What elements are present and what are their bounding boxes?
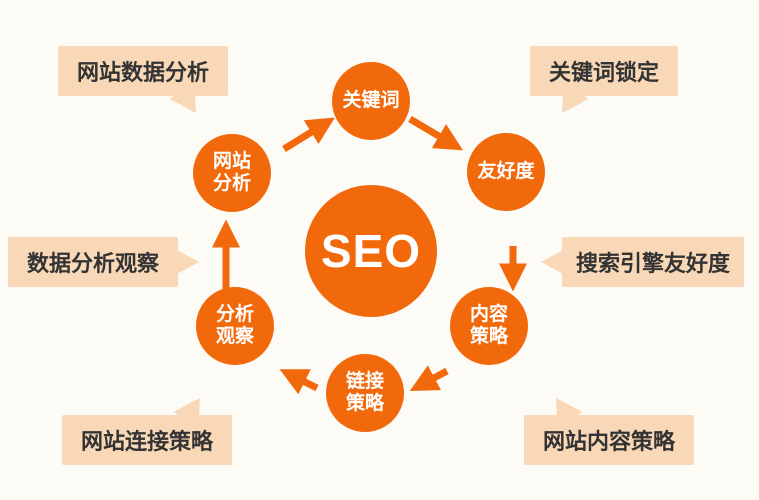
node-label-line: 友好度: [477, 160, 535, 182]
callout-label: 数据分析观察: [27, 251, 160, 276]
node-label-line: 策略: [345, 393, 384, 414]
callout-pointer-icon: [169, 83, 209, 121]
callout-label: 网站数据分析: [77, 60, 210, 85]
callout-site-data-analysis: 网站数据分析: [58, 46, 229, 121]
node-link-strategy: 链接 策略: [326, 354, 404, 432]
node-label-line: 观察: [215, 326, 254, 347]
callout-label: 网站连接策略: [81, 429, 214, 454]
node-label-line: 链接: [345, 370, 384, 392]
callout-pointer-icon: [173, 390, 213, 428]
node-label-line: 内容: [469, 303, 508, 325]
arrow-content-to-link-icon: [409, 365, 449, 391]
callout-label: 关键词锁定: [549, 60, 660, 85]
node-label-line: 网站: [212, 150, 251, 172]
callout-pointer-icon: [543, 390, 583, 428]
arrow-keywords-to-friendliness-icon: [408, 115, 464, 151]
callout-label: 网站内容策略: [543, 429, 676, 454]
node-friendliness: 友好度: [467, 133, 545, 211]
node-label-line: 策略: [469, 326, 508, 347]
callout-data-analysis-observation: 数据分析观察: [8, 237, 200, 287]
node-site-analysis: 网站 分析: [193, 134, 271, 212]
callout-search-engine-friendliness: 搜索引擎友好度: [541, 237, 745, 287]
node-label-line: 分析: [212, 173, 251, 194]
node-seo-center: SEO: [305, 185, 437, 317]
callout-pointer-icon: [541, 249, 565, 275]
callout-site-link-strategy: 网站连接策略: [62, 390, 233, 465]
arrow-site-analysis-to-keywords-icon: [282, 117, 335, 152]
node-label-line: 分析: [215, 303, 254, 325]
seo-label: SEO: [320, 224, 422, 277]
callout-pointer-icon: [549, 83, 589, 121]
node-keywords: 关键词: [332, 62, 410, 140]
callout-site-content-strategy: 网站内容策略: [524, 390, 695, 465]
callout-pointer-icon: [175, 249, 200, 275]
callout-label: 搜索引擎友好度: [576, 251, 731, 276]
node-label-line: 关键词: [342, 89, 400, 111]
node-content-strategy: 内容 策略: [450, 287, 528, 365]
arrow-link-to-analysis-icon: [279, 369, 319, 395]
node-analysis-observation: 分析 观察: [196, 287, 274, 365]
callout-keyword-locking: 关键词锁定: [530, 46, 679, 121]
